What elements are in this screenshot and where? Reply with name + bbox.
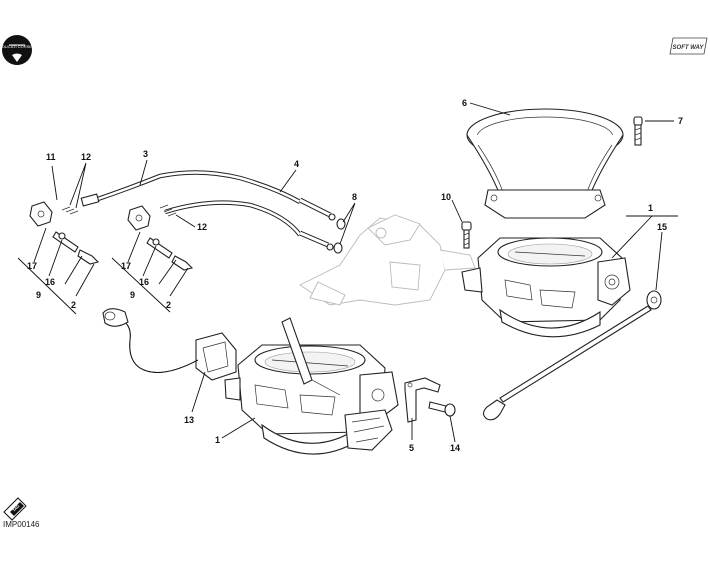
part-15-linkage-rod [482,290,662,421]
ghost-frame-bracket [299,214,476,306]
callout-9-left: 9 [36,290,41,300]
callout-5: 5 [409,443,414,453]
leader-lines [17,102,678,443]
adjuster-group-right [127,204,194,271]
callout-12-right: 12 [197,222,207,232]
callout-labels: 11 12 3 4 8 12 17 16 9 2 17 16 9 2 6 7 1… [27,98,683,453]
callout-17-right: 17 [121,261,131,271]
badge-text: SOFT WAY [673,45,705,51]
softway-badge: SOFT WAY [669,37,708,55]
callout-16-right: 16 [139,277,149,287]
drawing-code: IMP00146 [3,520,40,529]
callout-1-front: 1 [215,435,220,445]
callout-9-right: 9 [130,290,135,300]
callout-16-left: 16 [45,277,55,287]
part-13-vacuum-hose [102,308,237,381]
part-1-throttle-body-rear [461,237,631,338]
part-5-bracket [404,377,441,423]
callout-8: 8 [352,192,357,202]
ducati-corse-logo: DUCATI CORSE [2,35,32,65]
part-10-bolt [461,221,472,249]
callout-10: 10 [441,192,451,202]
callout-13: 13 [184,415,194,425]
part-7-screw [633,116,643,146]
callout-17-left: 17 [27,261,37,271]
part-1-throttle-body-front [224,317,399,455]
callout-2-left: 2 [71,300,76,310]
callout-15: 15 [657,222,667,232]
logo-text: DUCATI CORSE [2,44,32,49]
callout-7: 7 [678,116,683,126]
part-14-screw [428,401,456,417]
callout-2-right: 2 [166,300,171,310]
part-3-throttle-cable [80,170,336,221]
callout-12-left: 12 [81,152,91,162]
corner-tag-mark: TAG [3,497,27,521]
part-4-throttle-cable [164,200,334,251]
callout-11: 11 [46,152,56,162]
adjuster-group-left [29,201,100,265]
callout-3: 3 [143,149,148,159]
callout-6: 6 [462,98,467,108]
callout-4: 4 [294,159,299,169]
part-6-air-funnel [466,108,624,219]
corner-mark-text: TAG [11,503,20,512]
callout-14: 14 [450,443,460,453]
callout-1-rear: 1 [648,203,653,213]
